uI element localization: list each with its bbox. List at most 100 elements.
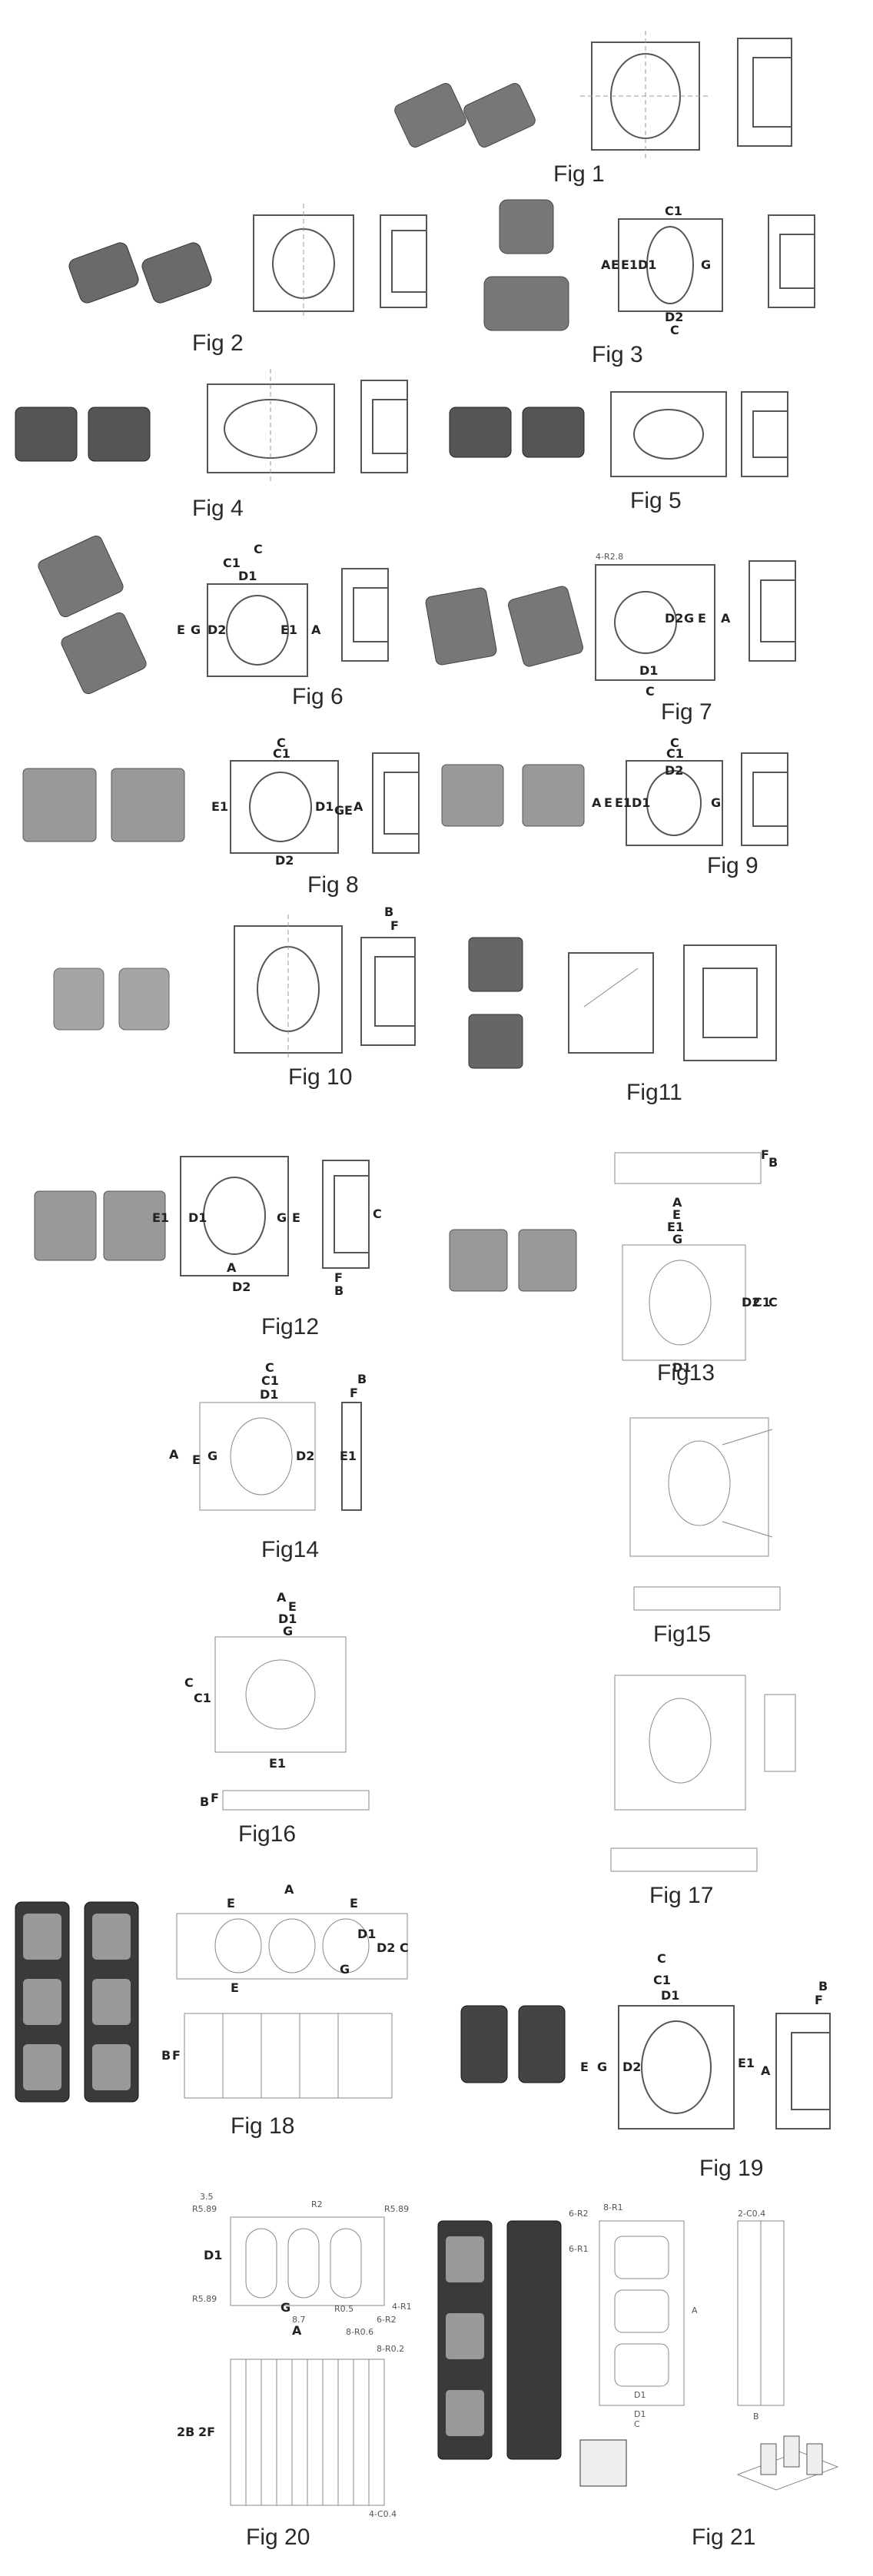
dim-label-a: A — [284, 1882, 294, 1897]
dim-label-e: E — [604, 795, 612, 810]
figure-4: Fig 4 — [8, 361, 438, 526]
core-drawing-side: B F — [200, 1790, 370, 1811]
dim-label-e1: E1 — [621, 257, 638, 272]
dim-label-b: B — [753, 2412, 759, 2422]
dim-label-e: E — [231, 1980, 239, 1995]
figure-caption: Fig 18 — [231, 2113, 295, 2139]
dim-label-c: C — [277, 735, 286, 750]
figure-3: C1 A E E1 D1 G D2 C Fig 3 — [476, 192, 845, 369]
ferrite-core-photo — [15, 1901, 139, 2103]
figure-6: C C1 D1 E G D2 E1 A Fig 6 — [31, 535, 423, 715]
core-drawing-side — [737, 38, 792, 147]
figure-16: A E D1 G C C1 E1 B F Fig16 — [184, 1590, 415, 1852]
dim-label-2f: 2F — [198, 2425, 215, 2439]
dim-label-c: C — [400, 1940, 409, 1955]
dim-label-d2: D2 — [377, 1940, 395, 1955]
dim-label-g: G — [191, 622, 201, 637]
core-drawing-front: E1 D1 G E A D2 — [152, 1156, 300, 1294]
dim-label-2b: 2B — [177, 2425, 194, 2439]
core-drawing-front: 3.5 R5.89 R2 R5.89 D1 R5.89 G R0.5 8.7 A… — [192, 2192, 412, 2338]
dim-label-g: G — [280, 2300, 290, 2315]
core-drawing-side — [341, 568, 389, 662]
dim-label-c1: C1 — [194, 1691, 211, 1705]
dim-label-g: G — [597, 2060, 607, 2074]
dim-label-e: E — [611, 257, 619, 272]
core-drawing-front — [234, 915, 343, 1061]
dim-label-g: G — [672, 1232, 682, 1247]
dim-label-6-r2: 6-R2 — [569, 2209, 589, 2219]
dim-label-e: E — [350, 1896, 358, 1910]
dim-label-e1: E1 — [340, 1449, 357, 1463]
dim-label-g: G — [684, 611, 694, 626]
dim-label-a: A — [672, 1195, 682, 1210]
dim-label-a: A — [354, 799, 363, 814]
dim-label-e: E — [192, 1452, 201, 1467]
core-drawing-front — [610, 391, 727, 477]
figure-11: Fig11 — [461, 922, 845, 1122]
dim-label-4-c0-4: 4-C0.4 — [369, 2509, 397, 2519]
dim-label-6-r2: 6-R2 — [377, 2315, 397, 2325]
dim-label-e: E — [292, 1210, 300, 1225]
dim-label-r5-89: R5.89 — [192, 2204, 217, 2214]
dim-label-c: C — [646, 684, 655, 699]
dim-label-d1: D1 — [632, 795, 650, 810]
core-drawing-side — [633, 1586, 781, 1611]
dim-label-f: F — [390, 918, 399, 933]
core-drawing-front: C C1 E1 D1 G E A D2 — [211, 735, 363, 868]
core-drawing-front: C C1 D1 A E G D2 — [169, 1360, 316, 1511]
dim-label-e: E — [288, 1599, 297, 1614]
figure-caption: Fig 4 — [192, 496, 244, 521]
core-detail-photo — [579, 2439, 627, 2487]
figure-caption: Fig 5 — [630, 488, 682, 513]
core-drawing-side — [764, 1694, 796, 1772]
dim-label-b: B — [384, 905, 393, 919]
ferrite-core-photo — [441, 764, 585, 827]
figure-caption: Fig 17 — [649, 1883, 714, 1908]
dim-label-b: B — [818, 1979, 828, 1993]
core-drawing-side: F B — [614, 1147, 778, 1184]
dim-label-e1: E1 — [152, 1210, 169, 1225]
dim-label-a: A — [721, 611, 731, 626]
dim-label-c: C — [657, 1951, 666, 1966]
dim-label-d2: A — [227, 1260, 237, 1275]
dim-label-a: A — [592, 795, 602, 810]
ferrite-core-photo — [425, 586, 583, 667]
core-drawing-front: 6-R2 8-R1 6-R1 D1 D1 C A — [569, 2203, 698, 2429]
dim-label-c1: C1 — [653, 1973, 671, 1987]
dim-label-e1: E1 — [269, 1756, 286, 1771]
dim-label-a: A — [761, 2063, 771, 2078]
dim-label-g: G — [283, 1624, 293, 1638]
core-drawing-side: B F — [360, 905, 416, 1046]
dim-label-f: F — [334, 1270, 343, 1285]
dim-label-e1: E1 — [667, 1220, 684, 1234]
figure-caption: Fig 10 — [288, 1064, 353, 1090]
dim-label-c: C — [634, 2419, 640, 2429]
dim-label-d1: D1 — [315, 799, 334, 814]
figure-caption: Fig 19 — [699, 2156, 764, 2181]
ferrite-core-photo — [38, 535, 147, 695]
figure-caption: Fig11 — [626, 1080, 682, 1105]
dim-label-d2: D2 — [207, 622, 226, 637]
figure-caption: Fig 21 — [692, 2525, 756, 2550]
dim-label-e: E — [698, 611, 706, 626]
figure-caption: Fig 6 — [292, 684, 344, 709]
dim-label-c1: C1 — [753, 1295, 771, 1310]
dim-label-r0-5: R0.5 — [334, 2304, 354, 2314]
figure-caption: Fig 1 — [553, 161, 605, 187]
core-drawing-side — [749, 560, 796, 662]
core-drawing-side: B F — [161, 2013, 393, 2099]
dim-label-d2: D2 — [275, 853, 294, 868]
dim-label-e: E — [344, 803, 353, 818]
dim-label-b: B — [357, 1372, 367, 1386]
ferrite-core-photo — [437, 2220, 562, 2460]
figure-caption: Fig14 — [261, 1537, 320, 1562]
dim-label-d1: D1 — [634, 2390, 646, 2400]
dim-label-a: A — [601, 257, 611, 272]
dim-label-e1: E1 — [280, 622, 297, 637]
figure-1: Fig 1 — [392, 23, 822, 196]
figure-19: C C1 D1 E G D2 E1 A B F Fig 19 — [453, 1951, 853, 2190]
core-drawing-front: C C1 D1 E G D2 E1 A — [177, 542, 321, 677]
ferrite-core-photo — [483, 199, 569, 331]
dim-label-g: G — [334, 803, 344, 818]
dim-label-r5-89: R5.89 — [384, 2204, 409, 2214]
